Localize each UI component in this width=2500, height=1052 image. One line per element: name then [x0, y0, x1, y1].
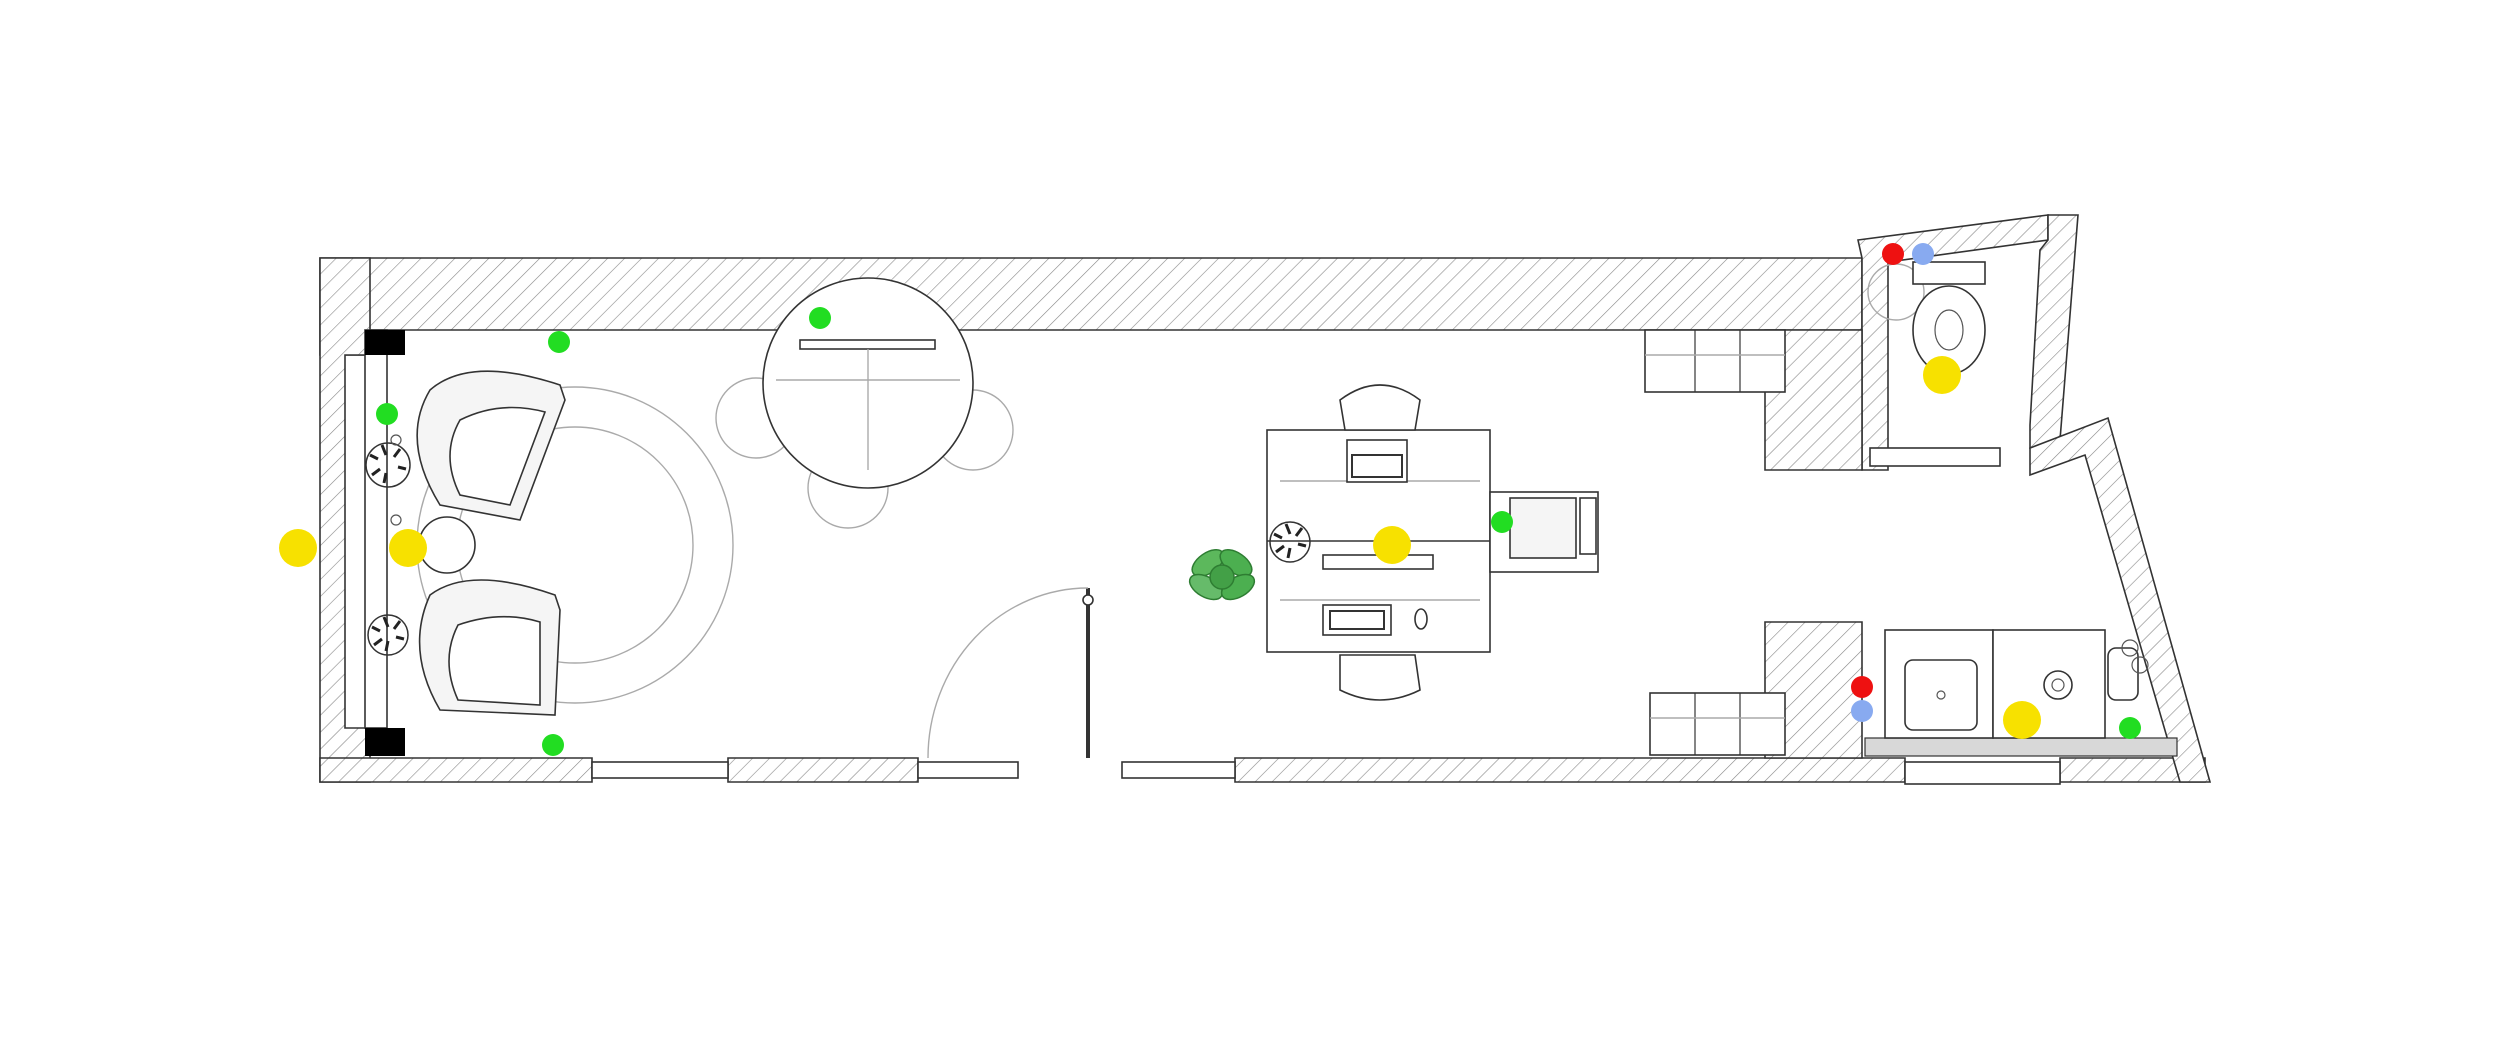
kitchen-sink	[1904, 659, 1978, 731]
marker-green	[2119, 717, 2141, 739]
left-wall	[319, 257, 371, 783]
marker-yellow	[279, 529, 317, 567]
marker-green	[548, 331, 570, 353]
marker-green	[1491, 511, 1513, 533]
floor-plant-icon	[1188, 549, 1256, 601]
office-chair-top	[1339, 384, 1421, 431]
laptop	[1346, 439, 1408, 483]
column-top-left	[365, 330, 405, 355]
door-swing-arc	[927, 587, 1089, 759]
marker-green	[376, 403, 398, 425]
meeting-area	[715, 277, 1014, 529]
shelf-top	[1644, 329, 1786, 393]
mouse	[1414, 608, 1428, 630]
walls	[319, 214, 2212, 783]
wall-screen	[799, 339, 936, 350]
wc-room	[1867, 261, 1986, 375]
openings	[364, 329, 2061, 785]
partition-upper	[1764, 329, 1863, 471]
plant-icon	[367, 614, 409, 656]
window-bottom-1	[591, 761, 729, 779]
toilet-tank	[1912, 261, 1986, 285]
outlet-icon	[390, 434, 402, 446]
armchair-bottom	[418, 579, 561, 716]
cooktop-icon	[2043, 670, 2073, 700]
plant-icon	[365, 442, 411, 488]
window-frame-left	[364, 329, 388, 729]
marker-yellow	[1923, 356, 1961, 394]
window-bottom-3	[1121, 761, 1236, 779]
bottom-wall-right	[1234, 757, 1906, 783]
counter-edge	[1864, 737, 2178, 757]
armchair-top	[416, 370, 566, 521]
plant-icon	[1269, 521, 1311, 563]
bottom-wall-mid	[727, 757, 919, 783]
marker-red	[1851, 676, 1873, 698]
bottom-wall-left	[319, 757, 593, 783]
keyboard	[1322, 604, 1392, 636]
marker-yellow	[2003, 701, 2041, 739]
marker-blue	[1912, 243, 1934, 265]
marker-green	[542, 734, 564, 756]
wc-door[interactable]	[1869, 447, 2001, 467]
coffee-machine	[2107, 647, 2139, 701]
shelf-bottom	[1649, 692, 1786, 756]
printer	[1489, 491, 1599, 573]
marker-red	[1882, 243, 1904, 265]
marker-blue	[1851, 700, 1873, 722]
marker-green	[809, 307, 831, 329]
kitchen-right-wall	[2029, 416, 2212, 783]
side-table	[418, 516, 476, 574]
outlet-icon	[390, 514, 402, 526]
column-bottom-left	[365, 728, 405, 756]
marker-yellow	[389, 529, 427, 567]
markers	[279, 243, 2141, 756]
marker-yellow	[1373, 526, 1411, 564]
window-bottom-kitchen	[1904, 761, 2061, 785]
window-bottom-2	[917, 761, 1019, 779]
wc-right-wall	[2029, 214, 2079, 450]
lounge-area	[365, 370, 734, 716]
door-handle-icon	[1082, 594, 1094, 606]
kitchenette	[1864, 629, 2178, 757]
office-chair-bottom	[1339, 654, 1421, 701]
